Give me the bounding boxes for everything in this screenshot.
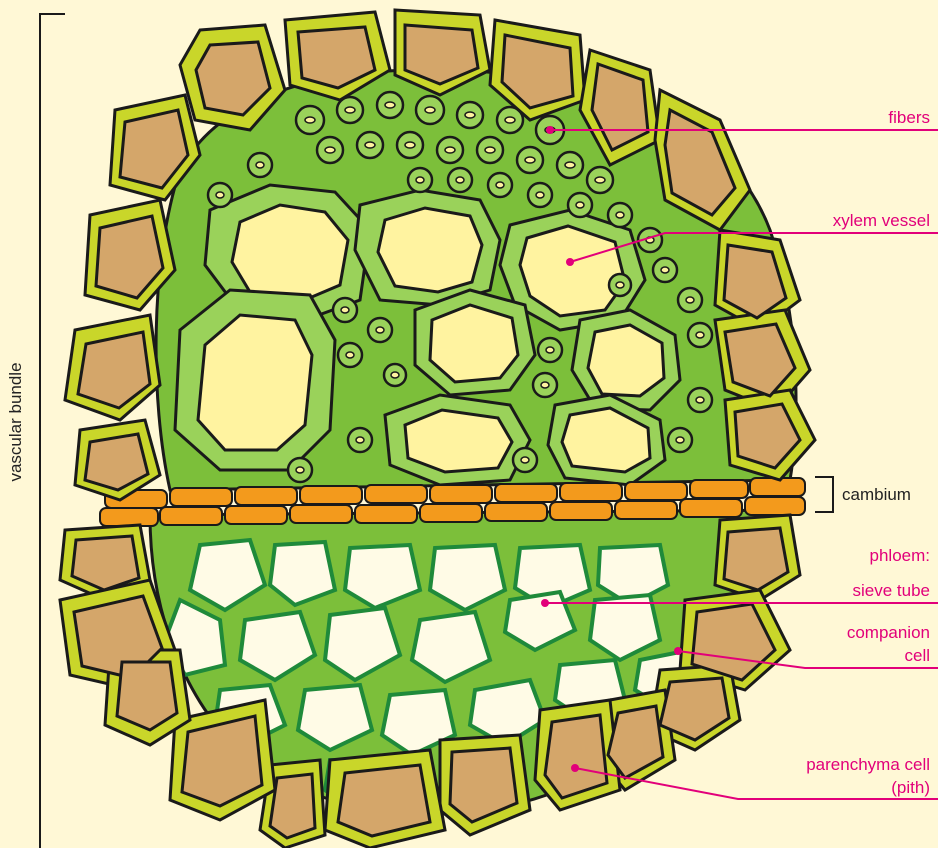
xylem-vessels [175, 185, 680, 485]
xylem-vessel [385, 395, 530, 485]
label-parenchyma-line1: parenchyma cell [806, 755, 930, 774]
label-parenchyma-line2: (pith) [891, 778, 930, 797]
vascular-bundle-label: vascular bundle [6, 362, 25, 481]
bundle-bracket [40, 14, 65, 848]
label-cambium: cambium [842, 485, 911, 504]
label-sieve-tube: sieve tube [853, 581, 931, 600]
xylem-vessel [355, 190, 500, 305]
cambium-bracket [815, 477, 833, 512]
label-phloem: phloem: [870, 546, 930, 565]
label-companion-line1: companion [847, 623, 930, 642]
label-xylem-vessel: xylem vessel [833, 211, 930, 230]
xylem-vessel [175, 290, 335, 470]
label-fibers: fibers [888, 108, 930, 127]
xylem-vessel [415, 290, 535, 395]
label-companion-line2: cell [904, 646, 930, 665]
